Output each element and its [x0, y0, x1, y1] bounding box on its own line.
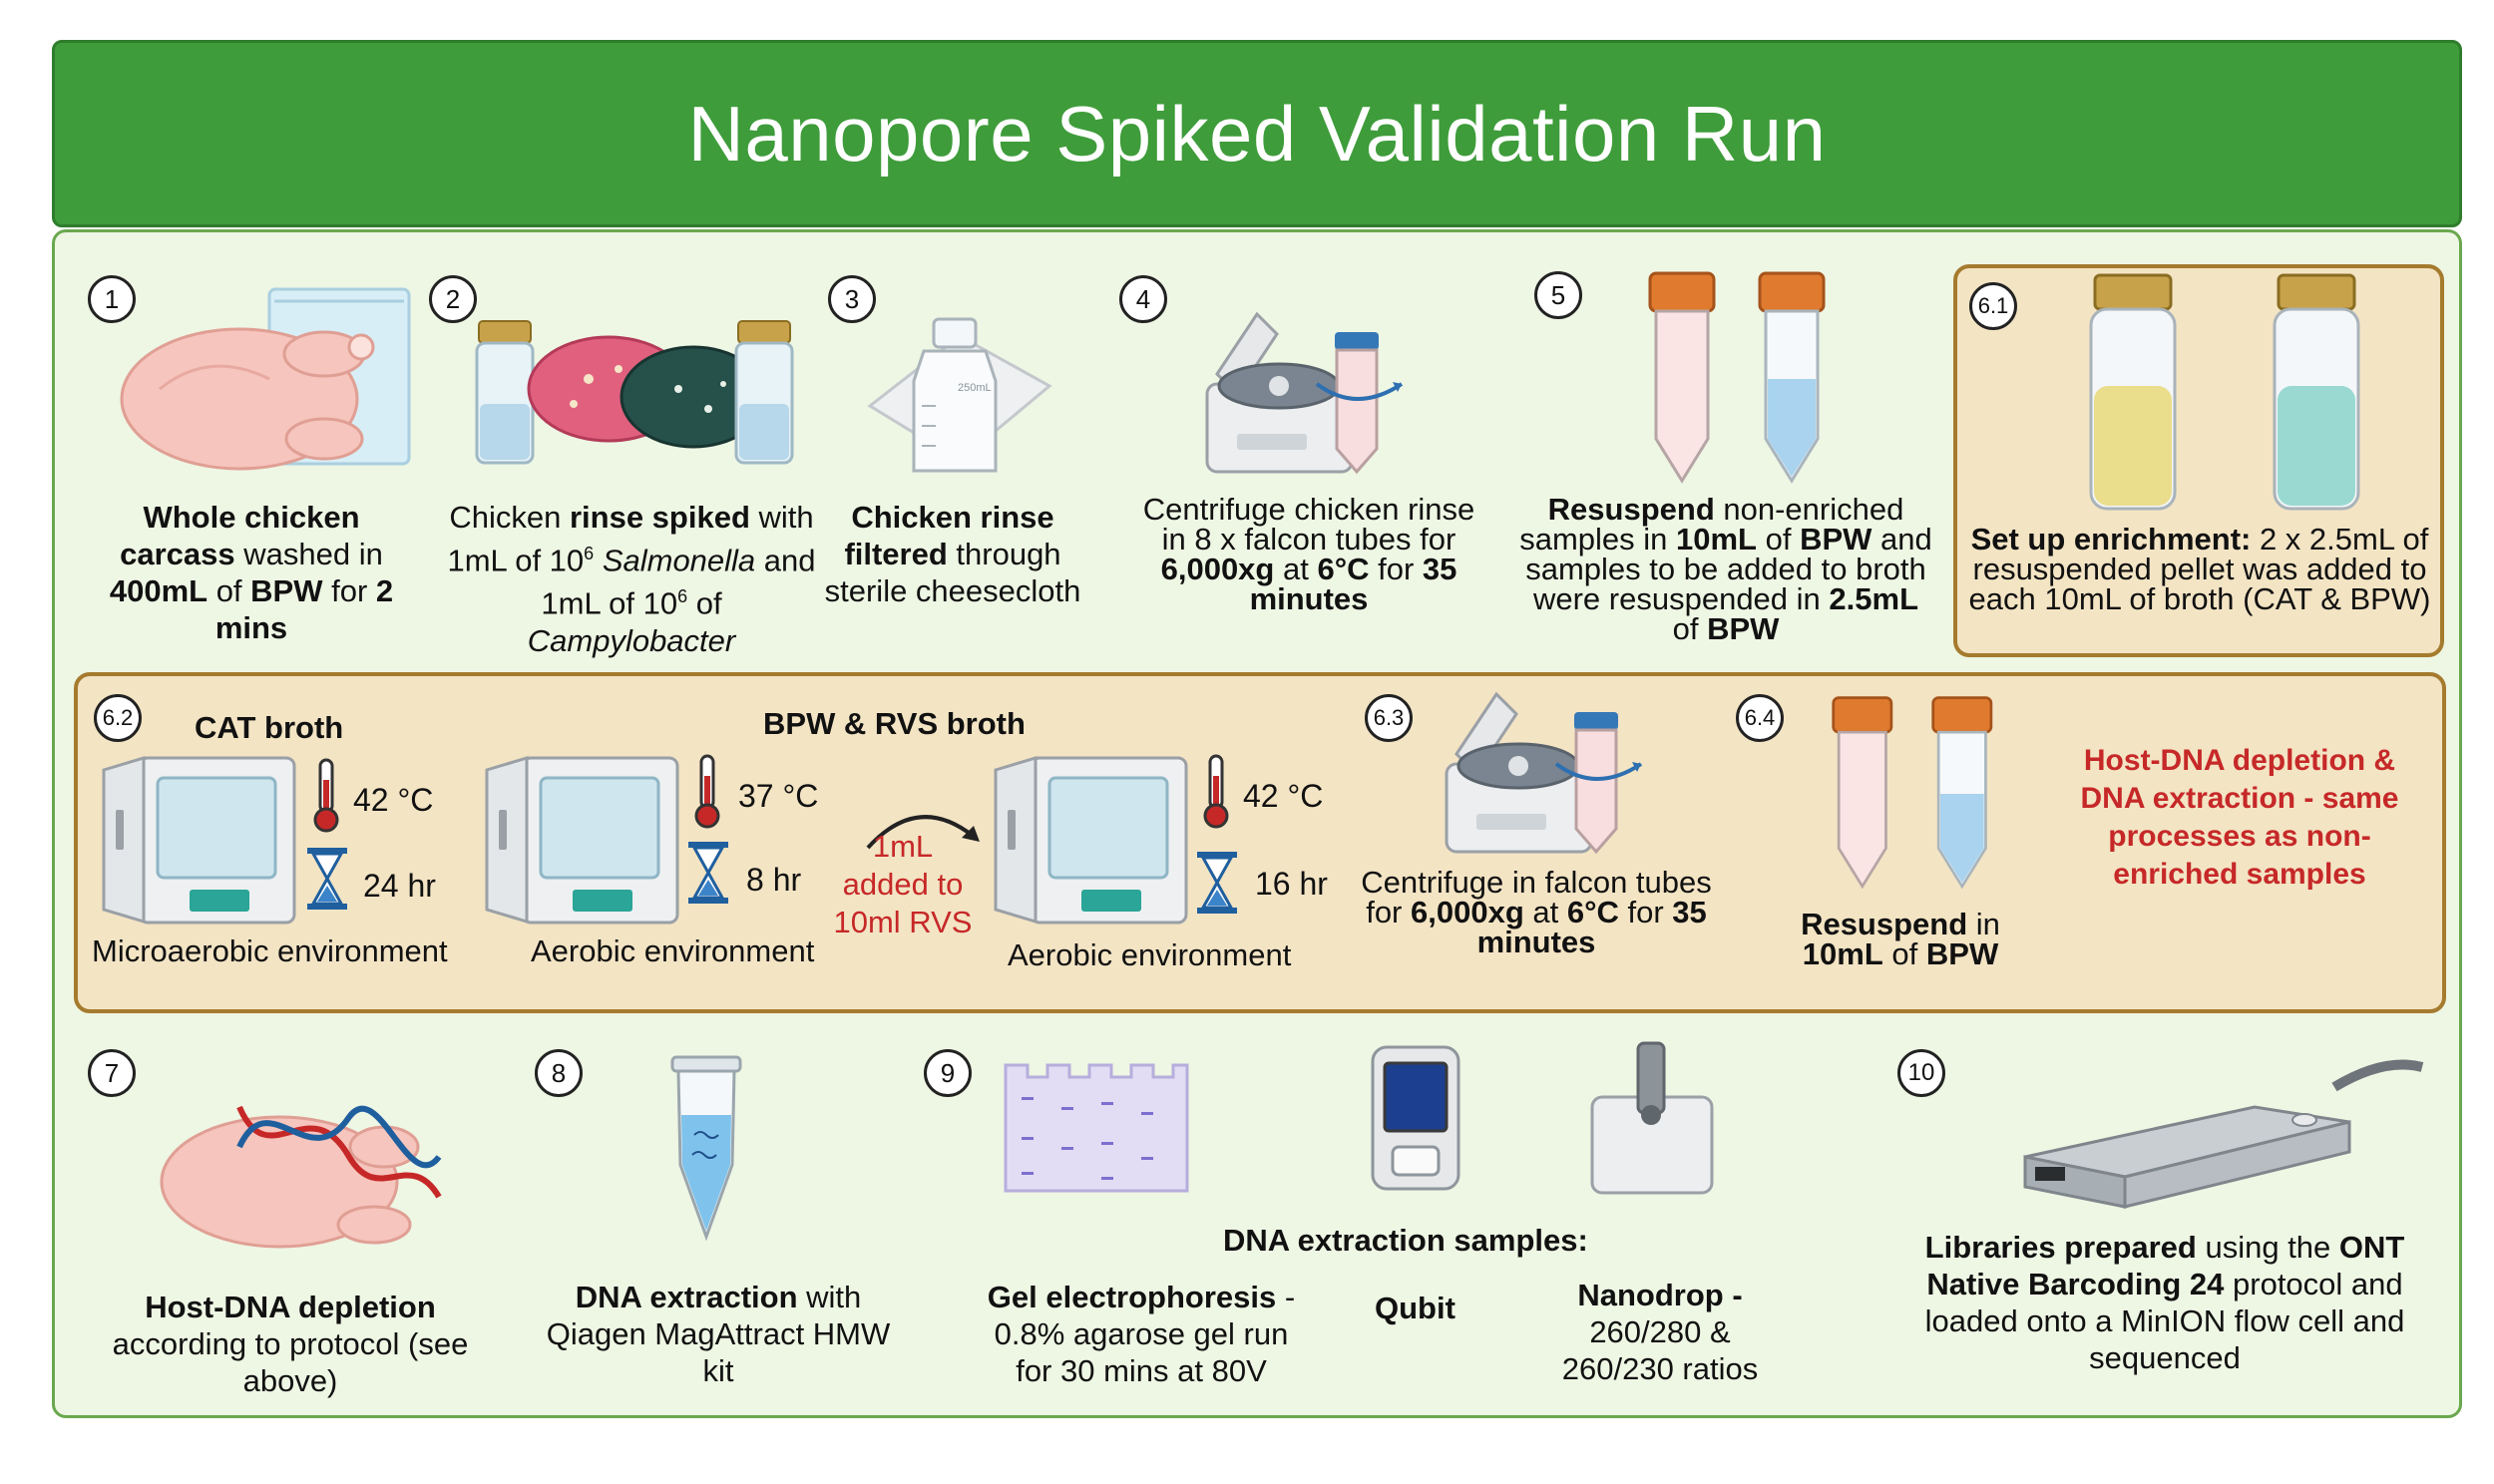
- inc2-env: Aerobic environment: [531, 933, 815, 968]
- inc2-temp: 37 °C: [738, 778, 819, 814]
- step-number-4: 4: [1119, 275, 1167, 323]
- minion-device-icon: [2005, 1047, 2424, 1217]
- bottle-label: 250mL: [958, 382, 992, 394]
- eppendorf-tube-icon: [666, 1055, 746, 1245]
- step-6-3-caption: Centrifuge in falcon tubes for 6,000xg a…: [1361, 865, 1712, 959]
- step-7-caption: Host-DNA depletion according to protocol…: [112, 1290, 469, 1398]
- petri-dish-vials-icon: [469, 309, 798, 469]
- hourglass-icon: [305, 846, 349, 912]
- inc1-time: 24 hr: [363, 868, 436, 904]
- step-5-caption: Resuspend non-enriched samples in 10mL o…: [1519, 492, 1932, 646]
- filter-bottle-icon: 250mL: [850, 311, 1059, 481]
- hourglass-icon: [686, 840, 730, 906]
- centrifuge-icon: [1437, 684, 1666, 864]
- inc3-temp: 42 °C: [1243, 778, 1324, 814]
- step-number-8: 8: [535, 1049, 583, 1097]
- cat-broth-label: CAT broth: [195, 710, 344, 745]
- enrichment-box-6-2: [74, 672, 2446, 1013]
- step-number-3: 3: [828, 275, 876, 323]
- step-6-4-caption: Resuspend in 10mL of BPW: [1801, 907, 2000, 971]
- incubator-3-icon: [992, 750, 1191, 929]
- falcon-tubes-icon: [1821, 684, 2020, 904]
- step-number-6-3: 6.3: [1365, 694, 1413, 742]
- inc3-env: Aerobic environment: [1008, 937, 1292, 972]
- step-8-caption: DNA extraction with Qiagen MagAttract HM…: [546, 1280, 891, 1388]
- step-4-caption: Centrifuge chicken rinse in 8 x falcon t…: [1142, 492, 1475, 616]
- step-number-6-4: 6.4: [1736, 694, 1784, 742]
- inc3-time: 16 hr: [1255, 866, 1328, 902]
- step-number-2: 2: [429, 275, 477, 323]
- enrichment-box-6-1: [1953, 264, 2444, 657]
- step-number-9: 9: [924, 1049, 972, 1097]
- bpw-rvs-broth-label: BPW & RVS broth: [763, 706, 1026, 741]
- incubator-2-icon: [483, 750, 682, 929]
- hourglass-icon: [1195, 850, 1239, 916]
- inc2-time: 8 hr: [746, 862, 802, 898]
- thermometer-icon: [1199, 754, 1233, 830]
- transfer-arrow-icon: [858, 798, 988, 858]
- transfer-note: 1mL added to 10ml RVS: [833, 829, 973, 939]
- broth-vials-icon: [2085, 271, 2374, 521]
- chicken-dna-icon: [150, 1087, 449, 1257]
- thermometer-icon: [309, 758, 343, 834]
- nanodrop-icon: [1582, 1037, 1722, 1197]
- step-number-7: 7: [88, 1049, 136, 1097]
- page-title: Nanopore Spiked Validation Run: [687, 89, 1827, 178]
- thermometer-icon: [690, 754, 724, 830]
- nanodrop-caption: Nanodrop -260/280 & 260/230 ratios: [1561, 1278, 1759, 1386]
- gel-caption: Gel electrophoresis - 0.8% agarose gel r…: [987, 1280, 1296, 1388]
- step-number-6-1: 6.1: [1969, 282, 2017, 330]
- qubit-label: Qubit: [1375, 1291, 1455, 1325]
- step-number-1: 1: [88, 275, 136, 323]
- agarose-gel-icon: [1002, 1057, 1191, 1197]
- title-bar: Nanopore Spiked Validation Run: [52, 40, 2462, 227]
- step-3-caption: Chicken rinse filtered through sterile c…: [824, 500, 1081, 608]
- step-6-1-caption: Set up enrichment: 2 x 2.5mL of resuspen…: [1968, 522, 2431, 616]
- qubit-icon: [1369, 1043, 1462, 1193]
- incubator-1-icon: [100, 750, 299, 929]
- step-2-caption: Chicken rinse spiked with 1mL of 106 Sal…: [447, 500, 816, 658]
- inc1-env: Microaerobic environment: [92, 933, 448, 968]
- centrifuge-icon: [1197, 304, 1427, 484]
- step-10-caption: Libraries prepared using the ONT Native …: [1924, 1230, 2405, 1375]
- host-dna-note: Host-DNA depletion & DNA extraction - sa…: [2080, 744, 2399, 891]
- chicken-carcass-icon: [100, 279, 419, 489]
- step-number-10: 10: [1897, 1049, 1945, 1097]
- step-1-caption: Whole chicken carcass washed in 400mL of…: [109, 500, 394, 645]
- inc1-temp: 42 °C: [353, 782, 434, 818]
- step-number-6-2: 6.2: [94, 694, 142, 742]
- step-number-5: 5: [1534, 271, 1582, 319]
- falcon-tubes-icon: [1636, 269, 1856, 489]
- dna-samples-label: DNA extraction samples:: [1223, 1223, 1588, 1258]
